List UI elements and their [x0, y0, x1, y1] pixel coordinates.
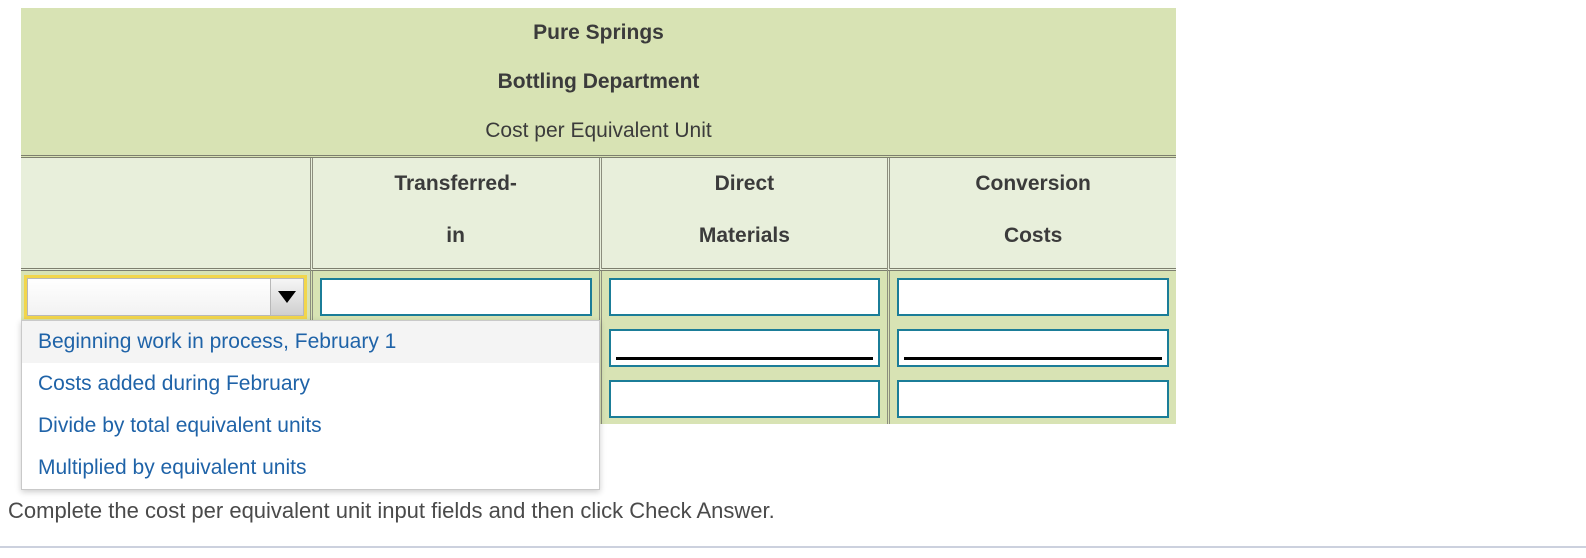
cell-conversion-costs-1 [887, 271, 1176, 322]
column-header-row: Transferred- in Direct Materials Convers… [21, 158, 1176, 271]
input-conversion-costs-1[interactable] [897, 277, 1169, 316]
input-direct-materials-2[interactable] [608, 328, 881, 367]
column-header-direct-materials: Direct Materials [598, 158, 888, 271]
cell-transferred-in-1 [309, 271, 599, 322]
table-row [21, 271, 1176, 322]
input-direct-materials-3[interactable] [608, 379, 881, 418]
cell-conversion-costs-2 [887, 322, 1176, 373]
input-conversion-costs-3[interactable] [897, 379, 1169, 418]
column-header-transferred-in: Transferred- in [309, 158, 599, 271]
column-header-label [21, 158, 310, 271]
select-option-divide-total-eu[interactable]: Divide by total equivalent units [38, 414, 322, 437]
select-box[interactable] [24, 274, 307, 319]
instruction-text: Complete the cost per equivalent unit in… [8, 498, 775, 523]
input-conversion-costs-2[interactable] [897, 328, 1169, 367]
input-transferred-in-1[interactable] [319, 277, 592, 316]
input-direct-materials-1[interactable] [608, 277, 881, 316]
row-label-select-1[interactable] [24, 274, 307, 319]
table-title-row: Pure Springs Bottling Department Cost pe… [21, 8, 1176, 158]
select-option-beginning-wip[interactable]: Beginning work in process, February 1 [22, 321, 599, 363]
cell-direct-materials-2 [598, 322, 888, 373]
row-label-cell-1 [21, 271, 310, 322]
select-options-list[interactable]: Beginning work in process, February 1 Co… [21, 320, 600, 490]
chevron-down-icon[interactable] [269, 278, 303, 315]
company-name: Pure Springs [533, 21, 664, 44]
select-option-costs-added[interactable]: Costs added during February [38, 372, 310, 395]
cell-direct-materials-3 [598, 373, 888, 424]
bottom-divider [0, 546, 1586, 548]
report-name: Cost per Equivalent Unit [485, 119, 712, 142]
cell-direct-materials-1 [598, 271, 888, 322]
department-name: Bottling Department [497, 70, 700, 93]
table-title-cell: Pure Springs Bottling Department Cost pe… [21, 8, 1176, 158]
cell-conversion-costs-3 [887, 373, 1176, 424]
column-header-conversion-costs: Conversion Costs [887, 158, 1176, 271]
arrow-glyph-shape [277, 290, 296, 303]
select-option-multiplied-eu[interactable]: Multiplied by equivalent units [38, 456, 307, 479]
